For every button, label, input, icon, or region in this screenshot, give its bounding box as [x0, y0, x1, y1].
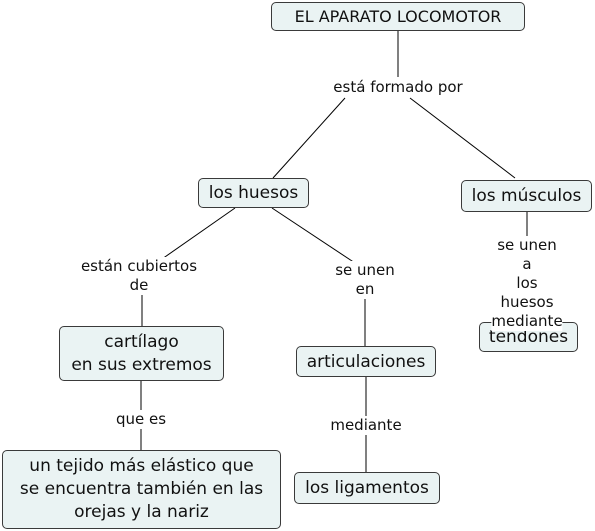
concept-label: los ligamentos	[305, 478, 429, 498]
concept-cartilago[interactable]: cartílago en sus extremos	[59, 326, 224, 381]
link-se-unen-a-los-huesos-mediante: se unen a los huesos mediante	[491, 236, 563, 331]
concept-label: tendones	[488, 327, 569, 347]
link-estan-cubiertos-de: están cubiertos de	[80, 257, 198, 295]
concept-articulaciones[interactable]: articulaciones	[296, 346, 436, 377]
link-que-es: que es	[115, 410, 167, 429]
concept-label: los huesos	[208, 183, 299, 203]
concept-musculos[interactable]: los músculos	[461, 180, 592, 212]
concept-label: articulaciones	[306, 351, 426, 372]
concept-label: EL APARATO LOCOMOTOR	[294, 7, 502, 26]
link-mediante: mediante	[330, 416, 402, 435]
concept-label: cartílago en sus extremos	[71, 331, 212, 375]
concept-aparato-locomotor[interactable]: EL APARATO LOCOMOTOR	[271, 2, 525, 31]
link-se-unen-en: se unen en	[335, 261, 395, 299]
concept-huesos[interactable]: los huesos	[198, 178, 309, 208]
line-formado-to-musculos	[409, 97, 516, 179]
concept-ligamentos[interactable]: los ligamentos	[294, 472, 440, 504]
concept-tejido[interactable]: un tejido más elástico que se encuentra …	[2, 450, 281, 529]
line-huesos-to-cubiertos	[161, 207, 236, 260]
link-esta-formado-por: está formado por	[333, 78, 463, 97]
line-formado-to-huesos	[272, 97, 346, 179]
concept-label: un tejido más elástico que se encuentra …	[19, 456, 264, 522]
concept-label: los músculos	[471, 186, 582, 206]
line-huesos-to-unen-en	[271, 207, 356, 264]
